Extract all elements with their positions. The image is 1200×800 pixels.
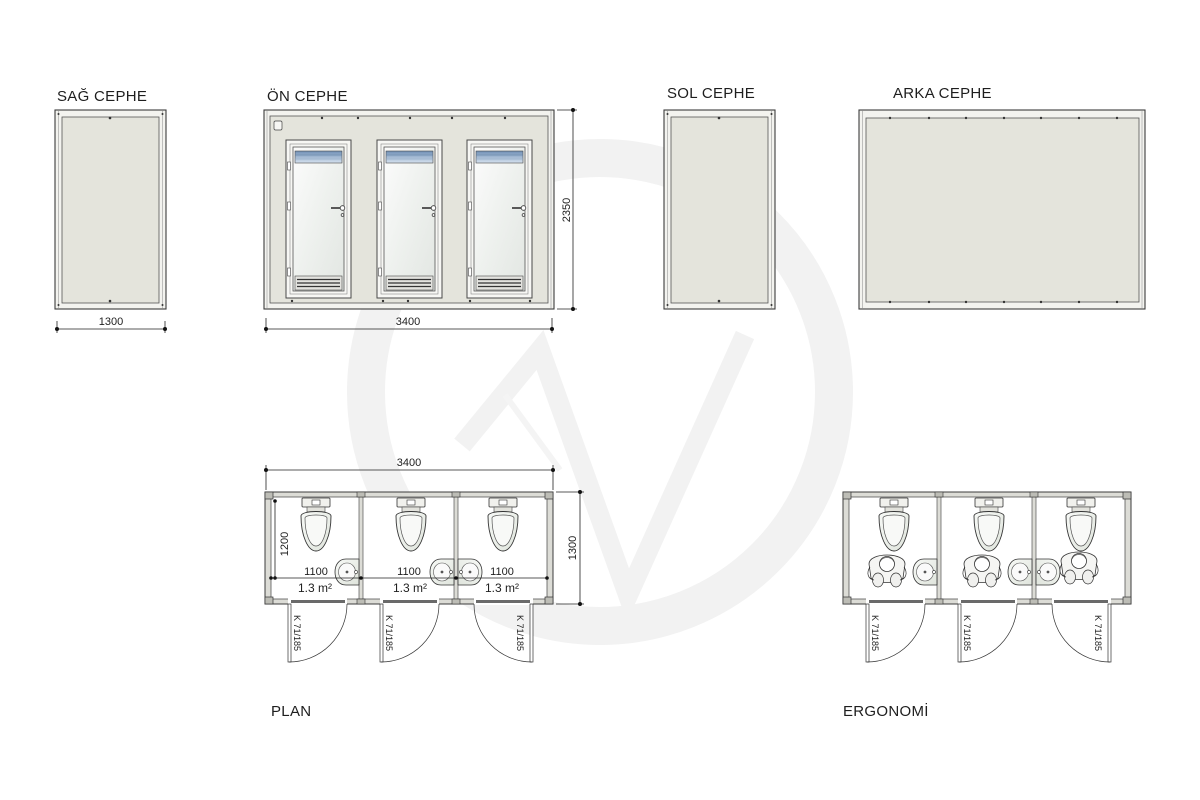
front-elevation-width-dimension: 3400 xyxy=(264,316,554,333)
door-type-label: K 71/185 xyxy=(292,615,302,651)
front-elevation-drawing xyxy=(263,109,555,310)
ergonomics-door-labels: K 71/185 K 71/185 K 71/185 xyxy=(870,615,1103,651)
wash-basin-1 xyxy=(334,558,360,586)
door-swing-arc xyxy=(473,603,533,663)
ergonomics-drawing xyxy=(843,492,1131,662)
door-type-label: K 71/185 xyxy=(1093,615,1103,651)
cubicle-width-label: 1100 xyxy=(397,566,421,578)
front-elevation-height-dimension: 2350 xyxy=(557,108,577,311)
door-leaf xyxy=(529,603,534,663)
seated-person-1 xyxy=(867,554,907,588)
wall-panel xyxy=(61,116,160,304)
door-threshold xyxy=(476,600,530,603)
cubicle-width-label: 1100 xyxy=(490,566,514,578)
door-leaf xyxy=(379,603,384,663)
right-elevation-drawing xyxy=(54,109,167,310)
title-ergonomics: ERGONOMİ xyxy=(843,702,929,720)
watermark-logo xyxy=(347,139,853,645)
title-back-elevation: ARKA CEPHE xyxy=(893,85,992,102)
corner-post xyxy=(264,596,274,605)
corner-post xyxy=(544,596,554,605)
title-left-elevation: SOL CEPHE xyxy=(667,85,755,102)
plan-width-dimension: 3400 xyxy=(264,457,555,490)
title-right-elevation: SAĞ CEPHE xyxy=(57,88,147,105)
switch-box xyxy=(273,120,283,131)
title-plan: PLAN xyxy=(271,703,311,720)
door-threshold xyxy=(291,600,345,603)
dimension-label: 3400 xyxy=(396,316,420,328)
plan-layout xyxy=(264,491,554,663)
watermark-ring xyxy=(347,139,853,645)
door-leaf xyxy=(287,603,292,663)
door-type-label: K 71/185 xyxy=(870,615,880,651)
dimension-label: 1300 xyxy=(567,536,579,560)
right-elevation-width-dimension: 1300 xyxy=(55,316,167,333)
watermark-v-mark xyxy=(454,330,755,622)
plan-cubicle-width-dimensions: 1100 1100 1100 xyxy=(269,566,549,580)
cabin-door-2 xyxy=(376,139,443,299)
dimension-label: 1300 xyxy=(99,316,123,328)
door-type-label: K 71/185 xyxy=(962,615,972,651)
back-elevation-drawing xyxy=(858,109,1146,310)
door-type-label: K 71/185 xyxy=(515,615,525,651)
cubicle-area-label: 1.3 m² xyxy=(298,581,332,595)
plan-inner-depth-dimension: 1200 xyxy=(273,499,291,580)
cabin-door-1 xyxy=(285,139,352,299)
wall-panel xyxy=(865,117,1140,303)
door-swing-arc xyxy=(288,603,348,663)
seated-person-2 xyxy=(962,554,1002,588)
cubicle-width-label: 1100 xyxy=(304,566,328,578)
door-swing-arc xyxy=(380,603,440,663)
plan-depth-dimension: 1300 xyxy=(556,490,584,606)
partition-wall xyxy=(453,496,459,600)
wash-basin-2 xyxy=(429,558,455,586)
title-front-elevation: ÖN CEPHE xyxy=(267,87,348,105)
cubicle-area-label: 1.3 m² xyxy=(485,581,519,595)
wash-basin-3 xyxy=(457,558,483,586)
door-threshold xyxy=(383,600,437,603)
cabin-door-3 xyxy=(466,139,533,299)
door-type-label: K 71/185 xyxy=(384,615,394,651)
seated-person-3 xyxy=(1059,551,1099,585)
plan-door-labels: K 71/185 K 71/185 K 71/185 xyxy=(292,615,525,651)
cubicle-area-label: 1.3 m² xyxy=(393,581,427,595)
plan-cubicle-areas: 1.3 m² 1.3 m² 1.3 m² xyxy=(298,581,519,595)
corner-post xyxy=(544,491,554,500)
dimension-label: 1200 xyxy=(279,532,291,556)
dimension-label: 2350 xyxy=(561,198,573,222)
corner-post xyxy=(264,491,274,500)
partition-wall xyxy=(358,496,364,600)
dimension-label: 3400 xyxy=(397,457,421,469)
left-elevation-drawing xyxy=(663,109,776,310)
